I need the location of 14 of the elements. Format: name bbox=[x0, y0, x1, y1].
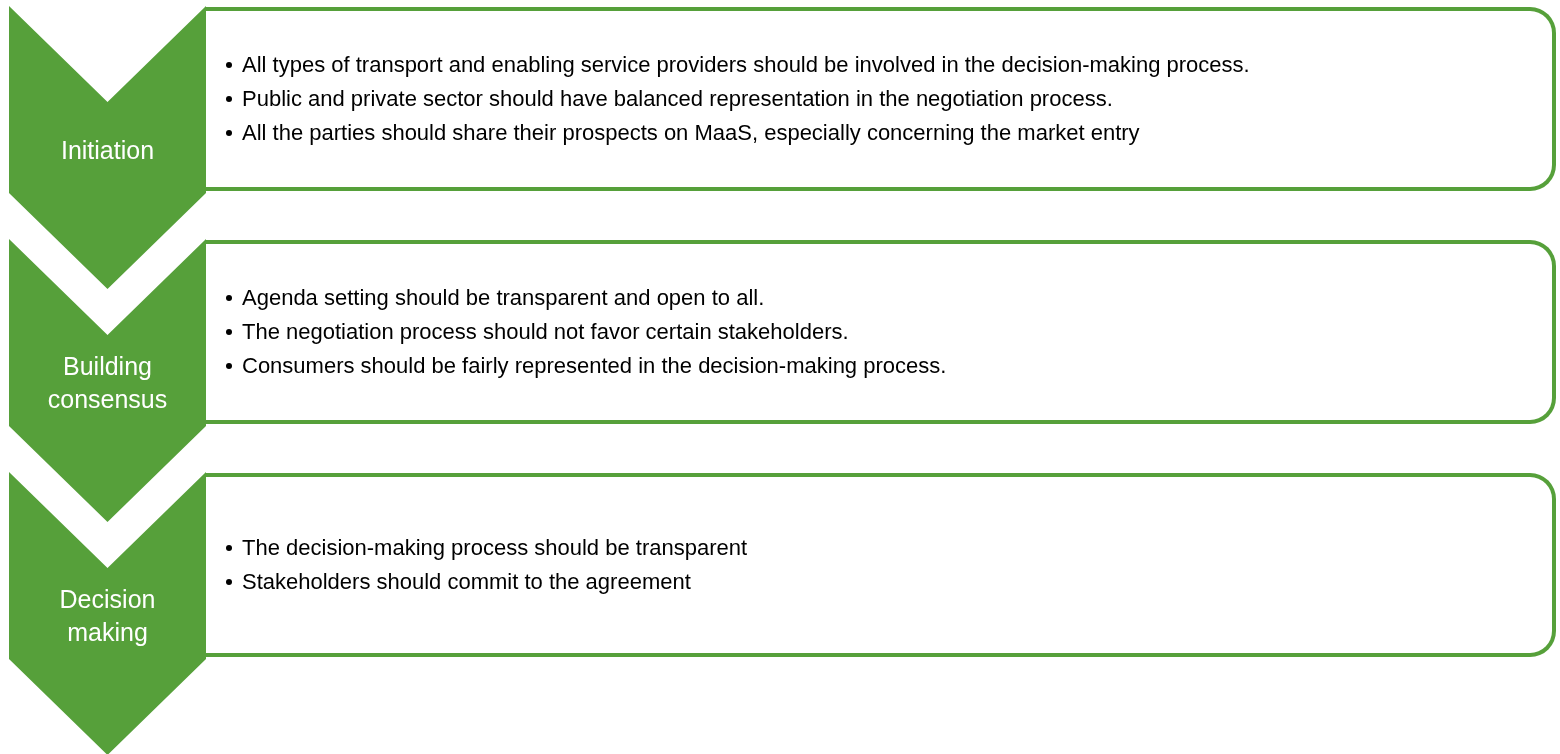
bullet-text: All types of transport and enabling service providers should be involved in the decision-making process. bbox=[242, 51, 1250, 79]
bullet-text: The decision-making process should be transparent bbox=[242, 534, 748, 562]
content-box bbox=[206, 240, 1556, 424]
stage-label: Building consensus bbox=[46, 351, 169, 415]
bullet-text: The negotiation process should not favor certain stakeholders. bbox=[242, 318, 849, 346]
bullet-text: Agenda setting should be transparent and open to all. bbox=[242, 284, 765, 312]
bullet-text: Stakeholders should commit to the agreement bbox=[242, 568, 691, 596]
bullet-text: Consumers should be fairly represented in the decision-making process. bbox=[242, 352, 947, 380]
content-box bbox=[206, 473, 1556, 657]
content-box bbox=[206, 7, 1556, 191]
stage-label: Initiation bbox=[59, 134, 156, 166]
stage-label: Decision making bbox=[58, 584, 157, 648]
bullet-text: All the parties should share their prospects on MaaS, especially concerning the market entry bbox=[242, 119, 1140, 147]
bullet-text: Public and private sector should have balanced representation in the negotiation process. bbox=[242, 85, 1113, 113]
